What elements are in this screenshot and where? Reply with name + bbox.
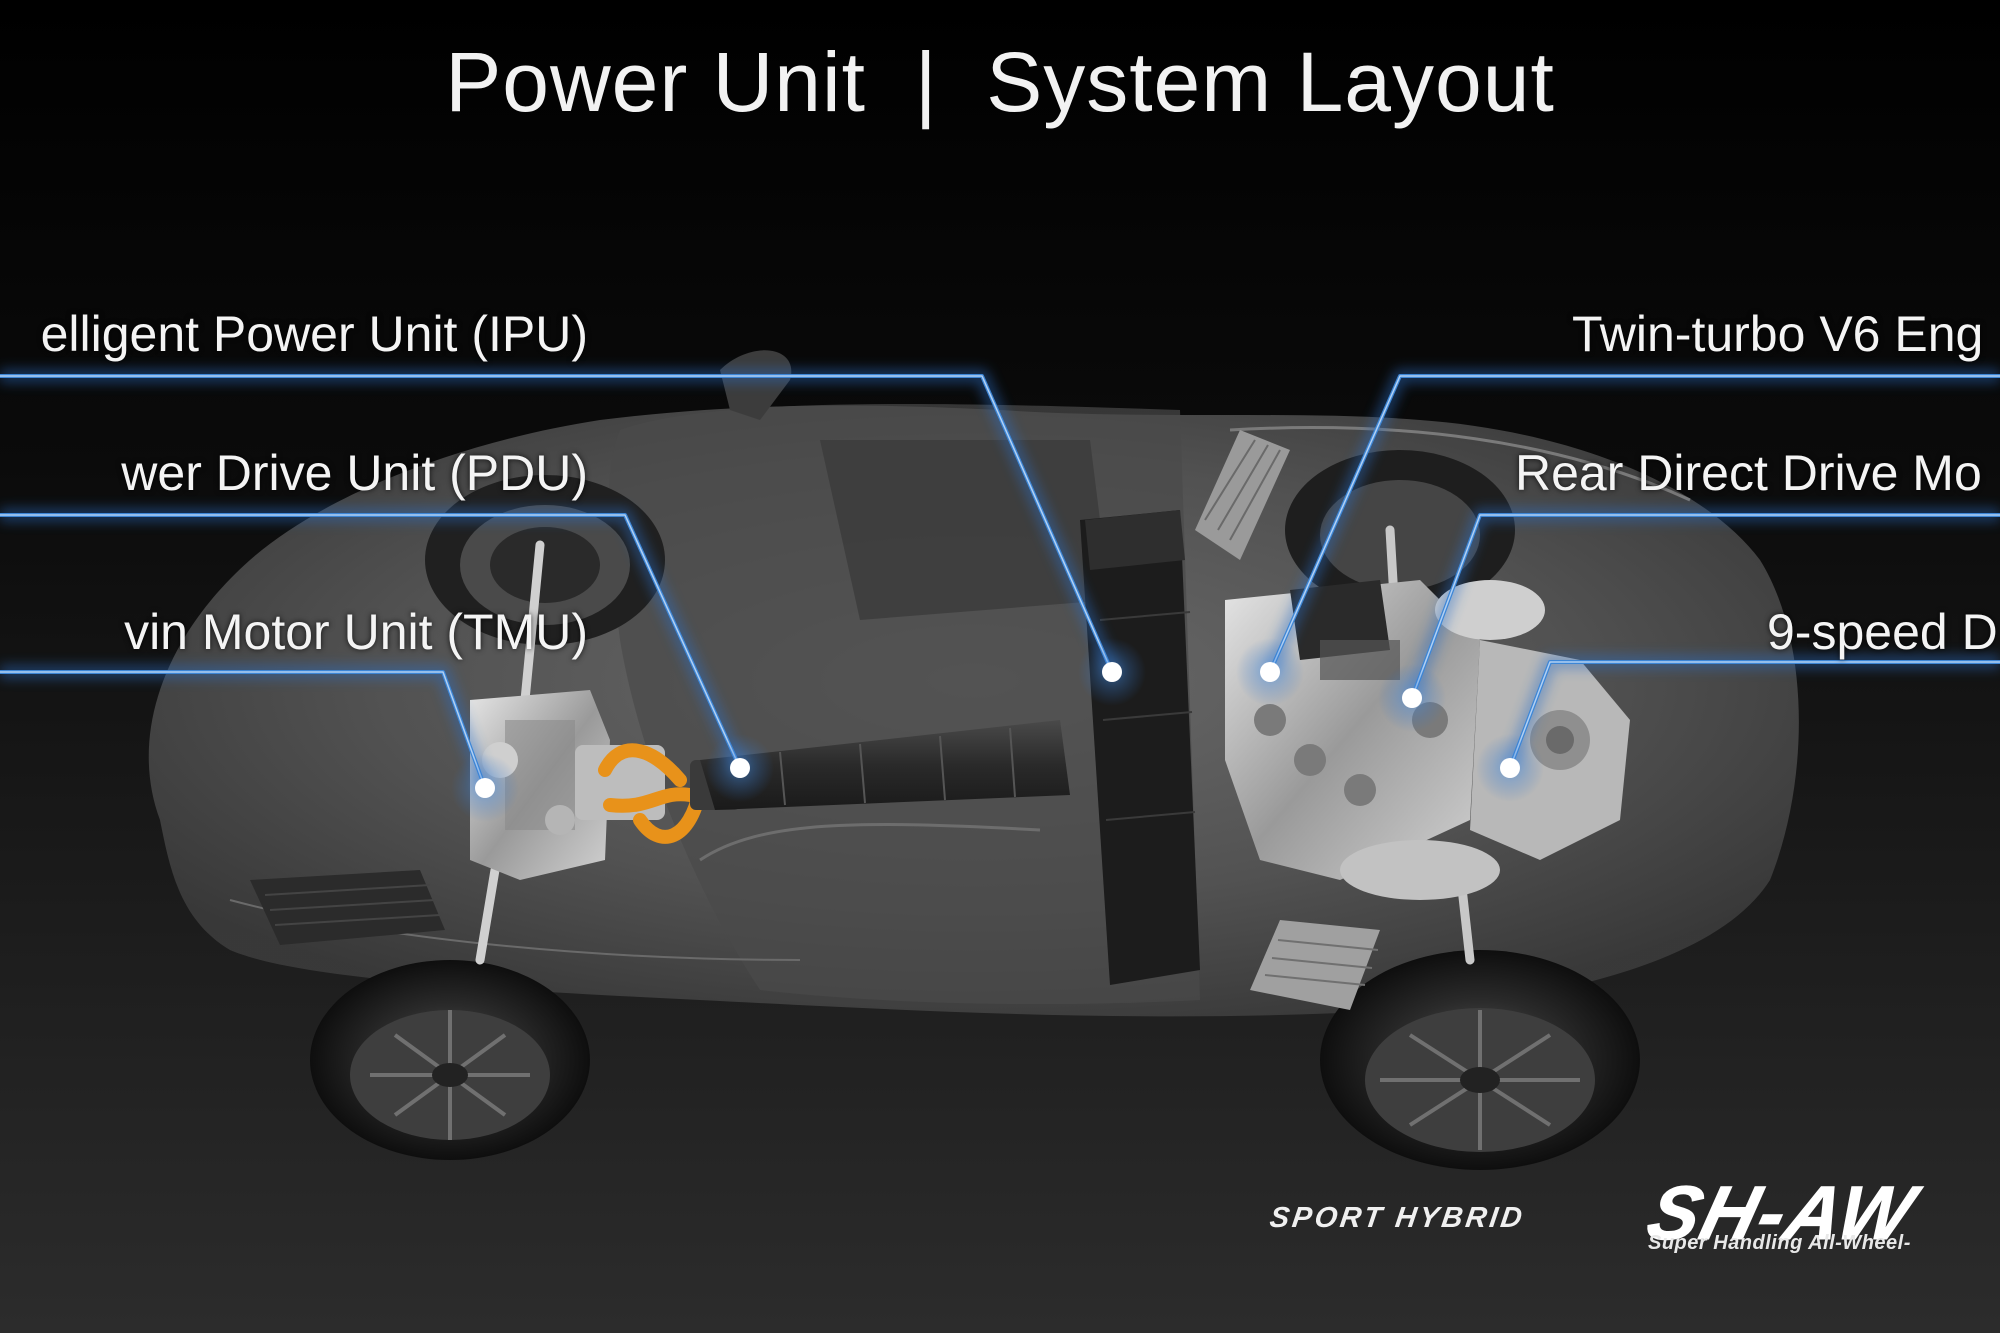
- label-transmission: 9-speed D: [1767, 604, 1998, 660]
- slide-title: Power Unit | System Layout: [445, 35, 1555, 129]
- callout-dot-pdu: [706, 734, 774, 802]
- sport-hybrid-sh-awd-logo: SPORT HYBRID SH-AW Super Handling All-Wh…: [1267, 1171, 2000, 1260]
- side-mirror: [720, 350, 792, 420]
- callout-lines: [0, 369, 2000, 791]
- callout-dot-transmission: [1476, 734, 1544, 802]
- nine-speed-transmission: [1470, 640, 1630, 860]
- car-illustration: [148, 350, 1799, 1170]
- logo-tagline: Super Handling All-Wheel-: [1648, 1232, 1911, 1254]
- power-drive-unit: [575, 743, 740, 844]
- label-tmu: vin Motor Unit (TMU): [124, 604, 588, 660]
- callout-dot-tmu: [451, 754, 519, 822]
- label-engine: Twin-turbo V6 Eng: [1572, 306, 1984, 362]
- side-window: [820, 440, 1110, 620]
- battery-pack: [700, 720, 1070, 810]
- front-wheel-near: [310, 960, 590, 1160]
- callout-dot-ipu: [1078, 638, 1146, 706]
- callout-dot-engine: [1236, 638, 1304, 706]
- callout-dot-rear-motor: [1378, 664, 1446, 732]
- label-rear-motor: Rear Direct Drive Mo: [1515, 445, 1982, 501]
- rear-wheel-near: [1320, 950, 1640, 1170]
- intercooler-top: [1195, 430, 1290, 560]
- label-ipu: elligent Power Unit (IPU): [40, 306, 588, 362]
- intercooler-bottom: [1250, 920, 1380, 1010]
- label-pdu: wer Drive Unit (PDU): [121, 445, 588, 501]
- front-driveshaft: [475, 540, 545, 965]
- side-vent: [250, 870, 445, 945]
- logo-sport-hybrid: SPORT HYBRID: [1267, 1202, 1527, 1234]
- intelligent-power-unit: [1080, 510, 1200, 985]
- callout-dots: [451, 638, 1544, 822]
